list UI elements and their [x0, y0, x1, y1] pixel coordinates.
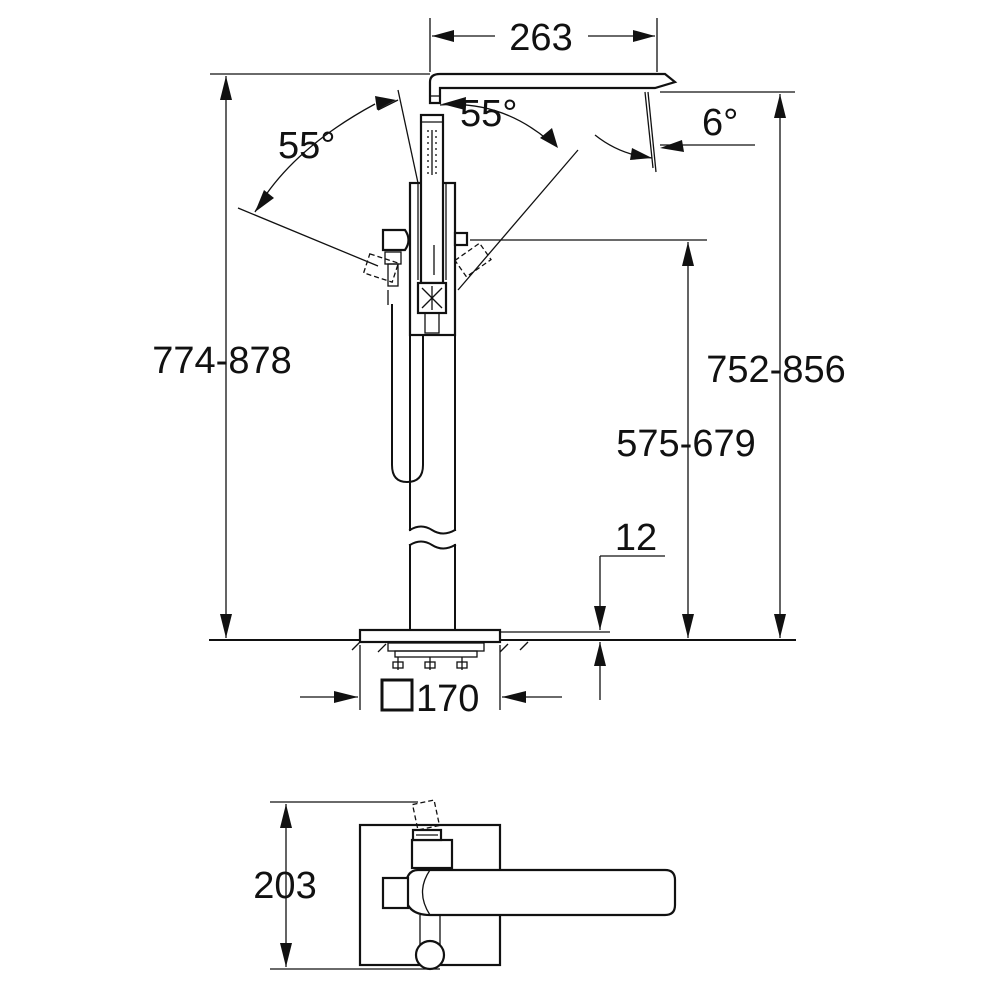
knob-crosshatch	[421, 286, 443, 310]
label-handset-height: 575-679	[616, 423, 755, 465]
plan-rotated-shower	[411, 799, 441, 831]
rotated-handle-right	[454, 242, 492, 278]
mounting-bracket	[387, 642, 485, 670]
label-spout-reach: 263	[509, 17, 572, 59]
dimension-total-height: 774-878	[152, 76, 292, 638]
label-plan-depth: 203	[253, 865, 316, 907]
dimension-spout-tilt: 6°	[594, 102, 755, 160]
label-base-plate: 170	[416, 678, 479, 720]
dimension-angle-left: 55°	[237, 89, 419, 267]
base-plate	[358, 628, 502, 644]
floor-hatch	[351, 641, 529, 653]
label-angle-left: 55°	[278, 125, 335, 167]
spray-holes	[427, 130, 437, 175]
plan-handle	[381, 876, 410, 910]
column	[408, 334, 457, 631]
label-spout-height: 752-856	[706, 349, 845, 391]
dimension-floor-offset: 12	[500, 517, 665, 700]
side-handle	[381, 228, 410, 252]
rotated-handle-left	[362, 253, 400, 283]
spout	[428, 72, 678, 105]
plan-spout	[403, 868, 677, 917]
plan-view	[358, 799, 677, 971]
dimension-angle-right: 55°	[439, 93, 579, 291]
dimension-plan-depth: 203	[253, 801, 440, 970]
dimension-spout-height: 752-856	[706, 94, 846, 638]
dimension-base-plate: 170	[300, 645, 562, 720]
label-angle-right: 55°	[460, 93, 517, 135]
label-spout-tilt: 6°	[702, 102, 738, 144]
dimension-handset-height: 575-679	[616, 242, 756, 638]
side-valve	[453, 231, 469, 247]
front-elevation	[209, 18, 796, 670]
square-symbol	[380, 678, 414, 712]
plan-column	[414, 939, 446, 971]
label-floor-offset: 12	[615, 517, 657, 559]
dimension-spout-reach: 263	[432, 17, 655, 59]
plan-body-block	[410, 838, 454, 870]
hose-loop	[391, 304, 424, 484]
label-total-height: 774-878	[152, 340, 291, 382]
